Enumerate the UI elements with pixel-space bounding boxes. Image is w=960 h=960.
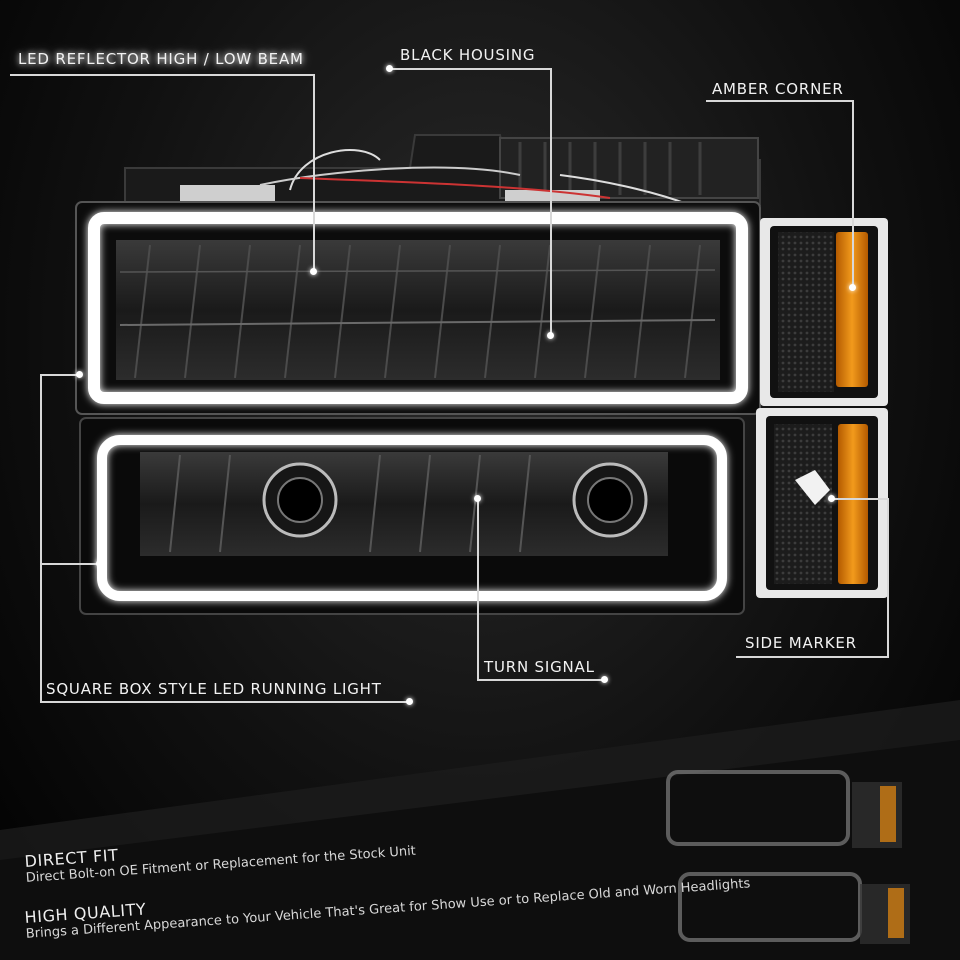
leader-led-reflector-dot	[310, 268, 317, 275]
leader-housing-h	[392, 68, 552, 70]
lower-headlight	[79, 417, 745, 615]
leader-housing-v	[550, 68, 552, 336]
leader-running-h-mid	[40, 563, 100, 565]
leader-amber-dot	[849, 284, 856, 291]
reflection	[0, 700, 960, 960]
leader-running-h-top	[40, 374, 80, 376]
leader-led-reflector-v	[313, 74, 315, 272]
leader-marker-h	[736, 656, 888, 658]
label-black-housing: BLACK HOUSING	[400, 46, 536, 64]
leader-turn-v	[477, 498, 479, 680]
label-led-reflector: LED REFLECTOR HIGH / LOW BEAM	[18, 50, 304, 68]
upper-headlight	[75, 201, 761, 415]
leader-amber-v	[852, 100, 854, 288]
rear-bracket	[124, 134, 761, 208]
leader-turn-h	[477, 679, 605, 681]
leader-amber-h	[706, 100, 854, 102]
side-marker-lamp-icon	[756, 408, 888, 598]
leader-led-reflector-h	[10, 74, 314, 76]
leader-running-h	[40, 701, 410, 703]
leader-housing-dot-start	[386, 65, 393, 72]
leader-marker-dot	[828, 495, 835, 502]
leader-running-dot-top	[76, 371, 83, 378]
leader-running-dot-mid	[96, 560, 103, 567]
leader-running-dot-end	[406, 698, 413, 705]
leader-running-v	[40, 374, 42, 702]
corner-lamp-icon	[760, 218, 888, 406]
label-running-light: SQUARE BOX STYLE LED RUNNING LIGHT	[46, 680, 382, 698]
leader-turn-dot	[474, 495, 481, 502]
label-amber-corner: AMBER CORNER	[712, 80, 844, 98]
label-side-marker: SIDE MARKER	[745, 634, 857, 652]
label-turn-signal: TURN SIGNAL	[484, 658, 595, 676]
leader-housing-dot	[547, 332, 554, 339]
leader-marker-v	[887, 498, 889, 658]
leader-turn-dot-end	[601, 676, 608, 683]
leader-marker-h2	[832, 498, 888, 500]
